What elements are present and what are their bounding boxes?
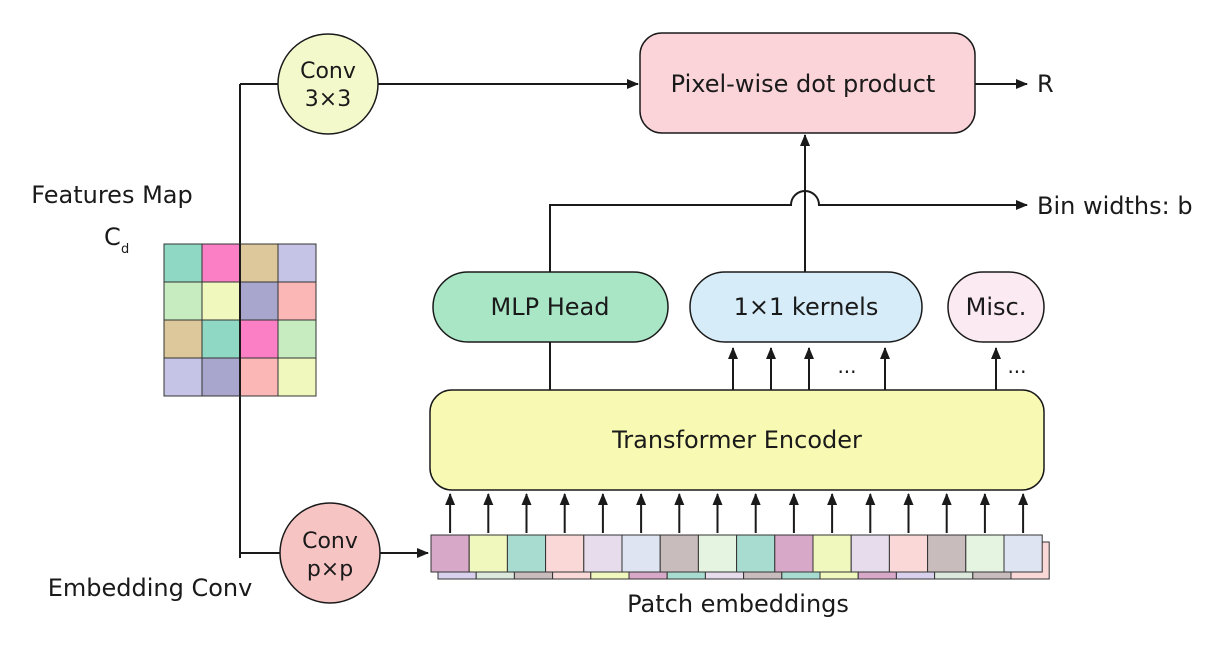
patch-embedding (736, 534, 776, 573)
kernels-label: 1×1 kernels (734, 293, 879, 321)
feature-cell (239, 357, 279, 397)
output-r-label: R (1037, 70, 1054, 98)
patch-embedding (927, 534, 967, 573)
features-map-label: Features Map (31, 181, 192, 209)
patch-embedding (430, 534, 470, 573)
patch-embedding (850, 534, 890, 573)
features-map-grid (163, 243, 317, 397)
kernels-box (689, 271, 923, 343)
conv3x3-label-line1: Conv (300, 59, 356, 84)
feature-cell (201, 319, 241, 359)
feature-cell (163, 243, 203, 283)
feature-cell (201, 357, 241, 397)
dot-product-label: Pixel-wise dot product (671, 70, 936, 98)
feature-cell (277, 281, 317, 321)
patch-input-arrows (445, 493, 1029, 533)
mlp-to-bin-widths-line (549, 190, 1028, 390)
feature-cell (277, 357, 317, 397)
bin-widths-label: Bin widths: b (1037, 192, 1193, 220)
feature-cell (239, 243, 279, 283)
feature-cell (163, 319, 203, 359)
embedding-conv-label: Embedding Conv (48, 574, 253, 602)
conv-pxp-label-line1: Conv (302, 529, 358, 554)
patch-embeddings-label: Patch embeddings (627, 590, 849, 618)
patch-embedding (621, 534, 661, 573)
feature-cell (163, 281, 203, 321)
features-map-symbol: C (104, 223, 121, 251)
patch-embedding (583, 534, 623, 573)
feature-cell (277, 243, 317, 283)
kernels-ellipsis: ... (837, 354, 856, 378)
patch-embedding (697, 534, 738, 573)
mlp-head-box (432, 271, 669, 343)
patch-embedding (545, 534, 585, 573)
misc-label: Misc. (966, 293, 1027, 321)
misc-box (947, 271, 1045, 343)
feature-cell (201, 243, 241, 283)
patch-embedding (888, 534, 929, 573)
patch-embedding (468, 534, 508, 573)
feature-cell (239, 319, 279, 359)
patch-embedding (506, 534, 547, 573)
conv-pxp-label-line2: p×p (307, 557, 353, 582)
patch-embeddings-front-layer (430, 534, 1043, 573)
patch-embedding (965, 534, 1005, 573)
patch-embedding (1003, 534, 1043, 573)
transformer-encoder-box (429, 389, 1045, 491)
conv-pxp-node (279, 502, 381, 604)
patch-embedding (659, 534, 699, 573)
patch-embedding (774, 534, 814, 573)
feature-cell (277, 319, 317, 359)
misc-ellipsis: ... (1007, 354, 1026, 378)
dot-product-box (639, 32, 976, 134)
transformer-encoder-label: Transformer Encoder (611, 426, 862, 454)
conv3x3-node (277, 33, 379, 135)
feature-cell (239, 281, 279, 321)
mlp-head-label: MLP Head (491, 293, 610, 321)
feature-cell (201, 281, 241, 321)
features-map-subscript: d (121, 242, 129, 257)
patch-embedding (812, 534, 852, 573)
feature-cell (163, 357, 203, 397)
conv3x3-label-line2: 3×3 (305, 87, 351, 112)
